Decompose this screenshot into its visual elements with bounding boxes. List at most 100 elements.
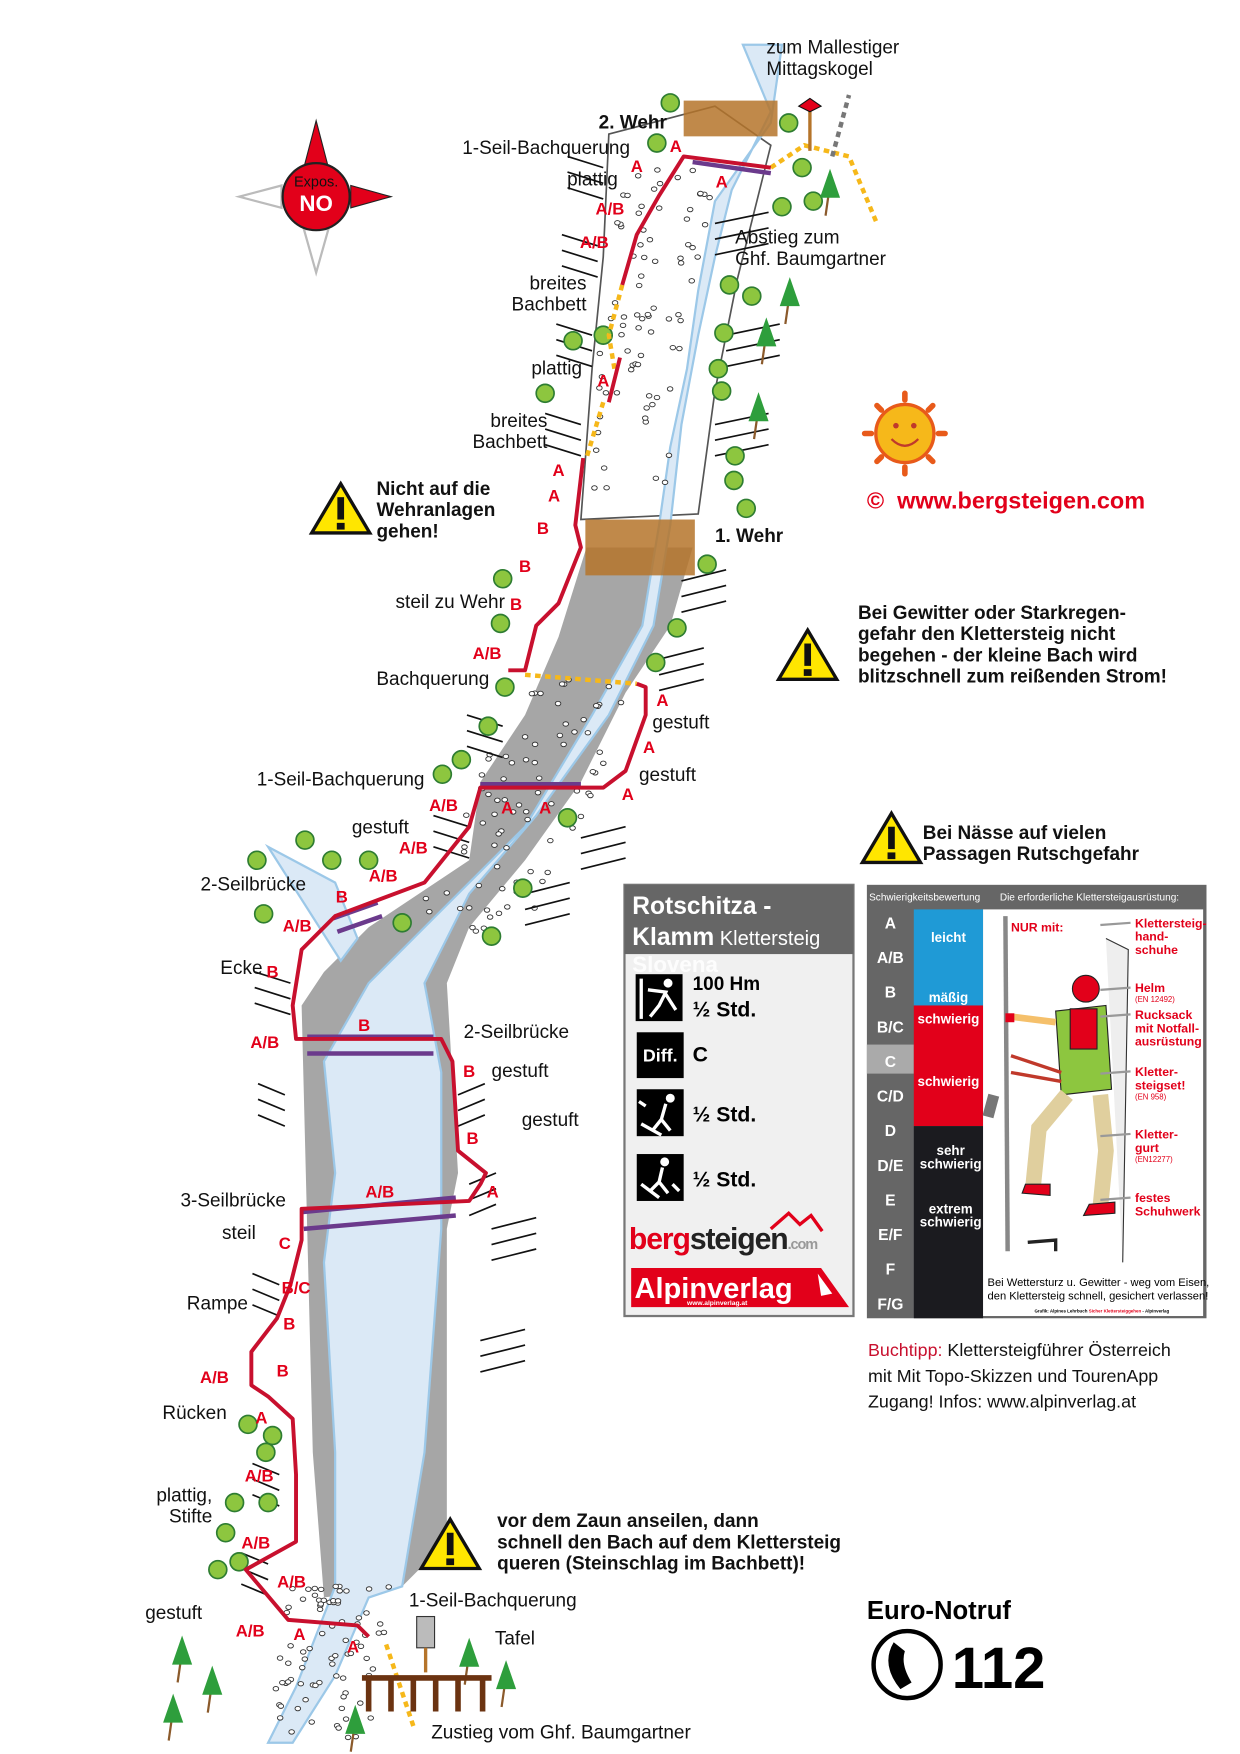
scale-grade: A: [885, 915, 896, 932]
card-watermark: Slovena: [632, 952, 718, 977]
pebble: [317, 1601, 325, 1607]
label-steil-wehr: steil zu Wehr: [396, 592, 505, 613]
grade-label: A/B: [250, 1033, 279, 1052]
level-extrem: extrem: [929, 1201, 973, 1216]
pebble: [515, 802, 523, 808]
label-abstieg-2: Ghf. Baumgartner: [735, 249, 886, 270]
pebble: [665, 452, 673, 458]
pointer-arrow: [1100, 1070, 1131, 1075]
bush-icon: [667, 618, 687, 638]
pebble: [656, 180, 664, 187]
cliff-line: [714, 242, 769, 256]
bush-icon: [262, 1425, 283, 1446]
fence: [361, 1675, 492, 1712]
cliff-line: [491, 1248, 537, 1261]
label-wehr1: 1. Wehr: [715, 526, 784, 547]
pebble: [301, 1656, 309, 1662]
pebble: [539, 878, 546, 885]
scale-grade: E: [885, 1192, 895, 1209]
diff-badge-label: Diff.: [643, 1045, 678, 1065]
bush-icon: [392, 913, 412, 933]
pebble: [306, 1645, 313, 1652]
pebble: [556, 732, 564, 739]
phone-icon: [871, 1628, 943, 1701]
cliff-line: [524, 913, 570, 926]
label-seilbruecke3: 3-Seilbrücke: [180, 1191, 286, 1212]
notruf-number: 112: [952, 1636, 1046, 1701]
pebble: [591, 485, 598, 491]
bergsteigen-wordmark: bergsteigen.com: [629, 1223, 817, 1256]
info-sign: [416, 1615, 436, 1673]
cliff-line: [544, 443, 582, 457]
pebble: [614, 220, 621, 226]
cliff-line: [561, 265, 598, 278]
tree-icon: [496, 1660, 517, 1690]
bush-icon: [224, 1492, 245, 1513]
grade-label: A: [553, 461, 565, 480]
bush-icon: [490, 613, 511, 634]
grade-label: A: [539, 798, 551, 817]
pebble: [674, 174, 681, 181]
pebble: [652, 475, 660, 481]
pebble: [376, 1621, 384, 1627]
tree-icon: [459, 1637, 480, 1667]
label-top-exit: zum Mallestiger: [766, 38, 899, 59]
cliff-line: [257, 1114, 286, 1127]
pebble: [650, 305, 657, 311]
pebble: [637, 242, 644, 248]
label-ruecken: Rücken: [162, 1403, 226, 1424]
label-breites2: breites: [490, 411, 547, 432]
card-climb-time: ½ Std.: [693, 999, 757, 1022]
bush-icon: [697, 554, 717, 574]
credit-b: Sicher Klettersteiggehen: [1089, 1309, 1142, 1314]
bush-icon: [772, 196, 792, 217]
pebble: [647, 329, 655, 335]
bush-icon: [295, 830, 315, 850]
pebble: [308, 1719, 315, 1725]
card-descent-time: ½ Std.: [693, 1168, 757, 1191]
cliff-line: [457, 1098, 486, 1112]
pebble: [547, 837, 554, 844]
grade-label: A/B: [596, 200, 625, 219]
compass-direction: NO: [299, 191, 333, 216]
cliff-line: [681, 568, 727, 582]
bush-icon: [645, 652, 666, 673]
grade-label: A/B: [473, 644, 502, 663]
warning-text: Bei Gewitter oder Starkregen-: [858, 603, 1126, 624]
grade-highlight: [866, 1044, 914, 1074]
pebble: [332, 1583, 339, 1590]
label-breites2-2: Bachbett: [472, 432, 548, 453]
route: [243, 154, 772, 1639]
card-height: 100 Hm: [693, 974, 761, 995]
bush-icon: [803, 191, 824, 211]
equipment-item: Schuhwerk: [1135, 1204, 1201, 1218]
warning-icon: [860, 811, 923, 865]
pebble: [363, 1610, 370, 1616]
pebble: [624, 192, 631, 199]
pointer-arrow: [1100, 921, 1131, 927]
cliff-line: [433, 814, 470, 828]
tree-icon: [345, 1704, 366, 1734]
level-sehr: sehr: [937, 1143, 966, 1158]
pebble: [584, 730, 592, 736]
cliff-line: [658, 662, 704, 676]
pebble: [276, 1655, 284, 1661]
pebble: [472, 928, 480, 934]
flood-warning-icon: [776, 628, 839, 681]
bush-icon: [719, 275, 740, 295]
cliff-line: [567, 155, 604, 169]
pebble: [277, 1703, 285, 1709]
pebble: [676, 345, 683, 352]
pebble: [596, 385, 603, 391]
label-seil-bottom: 1-Seil-Bachquerung: [409, 1590, 577, 1611]
pebble: [562, 721, 569, 727]
pebble: [380, 1629, 388, 1636]
pebble: [638, 273, 645, 279]
pebble: [272, 1686, 280, 1692]
grade-label: A: [501, 798, 513, 817]
sun-icon: [861, 390, 948, 477]
label-abstieg: Abstieg zum: [735, 228, 839, 249]
pebble: [531, 759, 539, 766]
pebble: [422, 895, 430, 902]
